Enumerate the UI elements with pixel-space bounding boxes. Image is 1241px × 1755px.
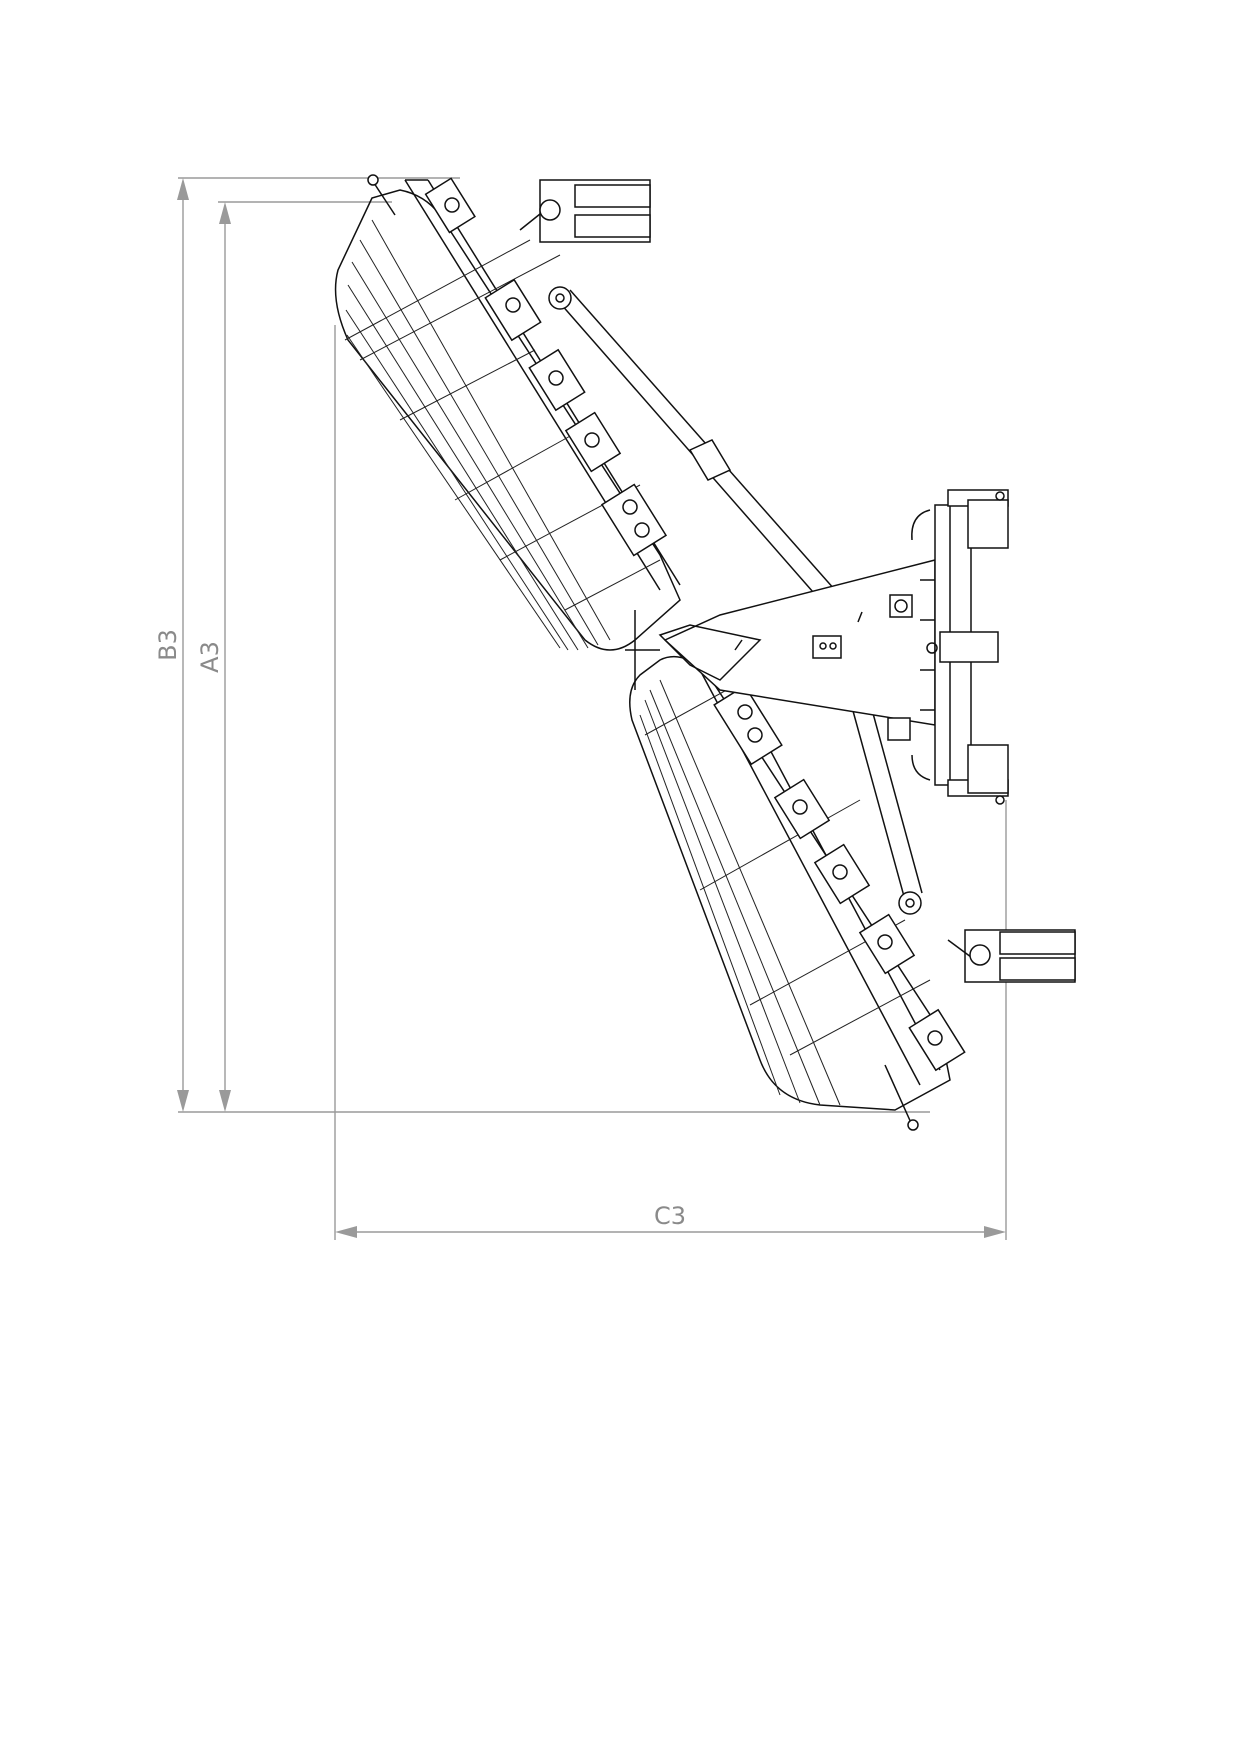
machine-drawing <box>334 174 1076 1131</box>
dimension-a3: A3 <box>196 201 392 1112</box>
dimension-c3-label: C3 <box>654 1202 686 1230</box>
dimension-b3-label: B3 <box>154 629 182 661</box>
upper-wing <box>334 174 836 651</box>
central-frame <box>625 489 1009 805</box>
dimension-a3-label: A3 <box>196 641 224 673</box>
dimension-c3: C3 <box>334 325 1007 1240</box>
dimension-b3: B3 <box>154 177 930 1113</box>
lower-wing <box>629 654 1076 1131</box>
